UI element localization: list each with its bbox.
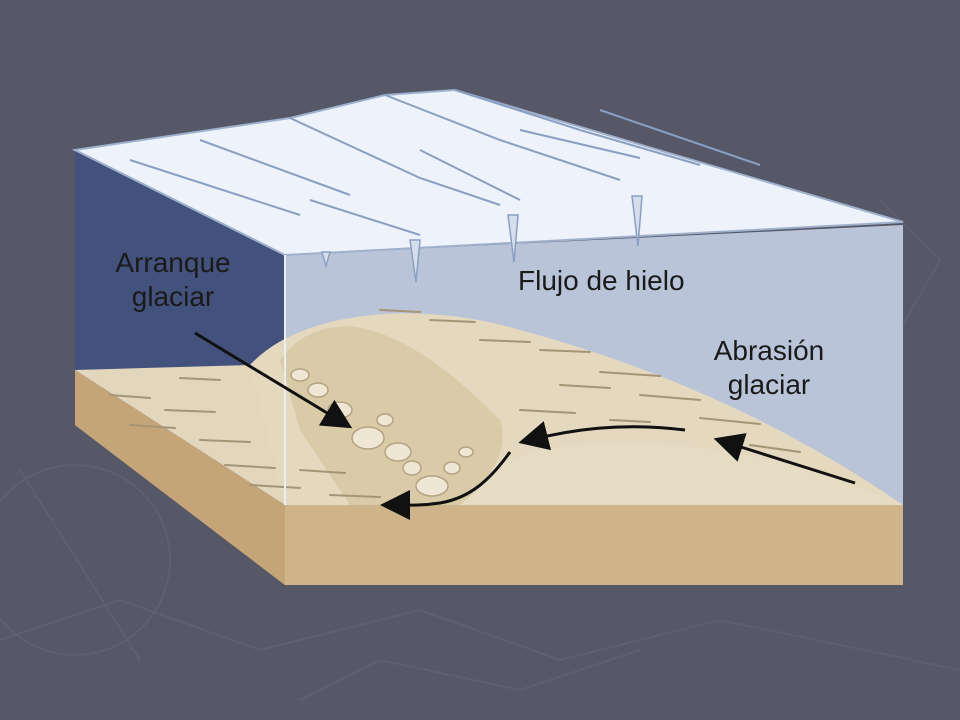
flow-arrow-over-knob: [518, 421, 686, 451]
flow-arrow-lee-side: [380, 451, 512, 521]
abrasion-label-line1: Abrasión: [713, 335, 825, 366]
plucking-label-line2: glaciar: [131, 281, 215, 312]
plucking-arrow: [194, 331, 353, 429]
striations: [109, 309, 801, 498]
abrasion-label-line2: glaciar: [727, 369, 811, 400]
map-contour: [0, 598, 960, 671]
abrasion-arrow: [713, 433, 856, 485]
ice-crevasses: [129, 89, 761, 236]
compass-needle: [19, 469, 141, 661]
compass-ring: [0, 464, 171, 656]
bedrock-left-face: [75, 370, 285, 585]
ice-flow-arrows: [194, 331, 856, 521]
plucking-label-line1: Arranque: [115, 247, 231, 278]
map-contour: [299, 649, 641, 701]
knob-lower-slope: [430, 442, 903, 505]
ice-flow-label: Flujo de hielo: [518, 265, 685, 296]
crevasse-edges: [321, 195, 643, 283]
plucking-label: Arranque glaciar: [100, 246, 246, 314]
abrasion-label: Abrasión glaciar: [700, 334, 838, 402]
map-contour: [879, 199, 942, 331]
